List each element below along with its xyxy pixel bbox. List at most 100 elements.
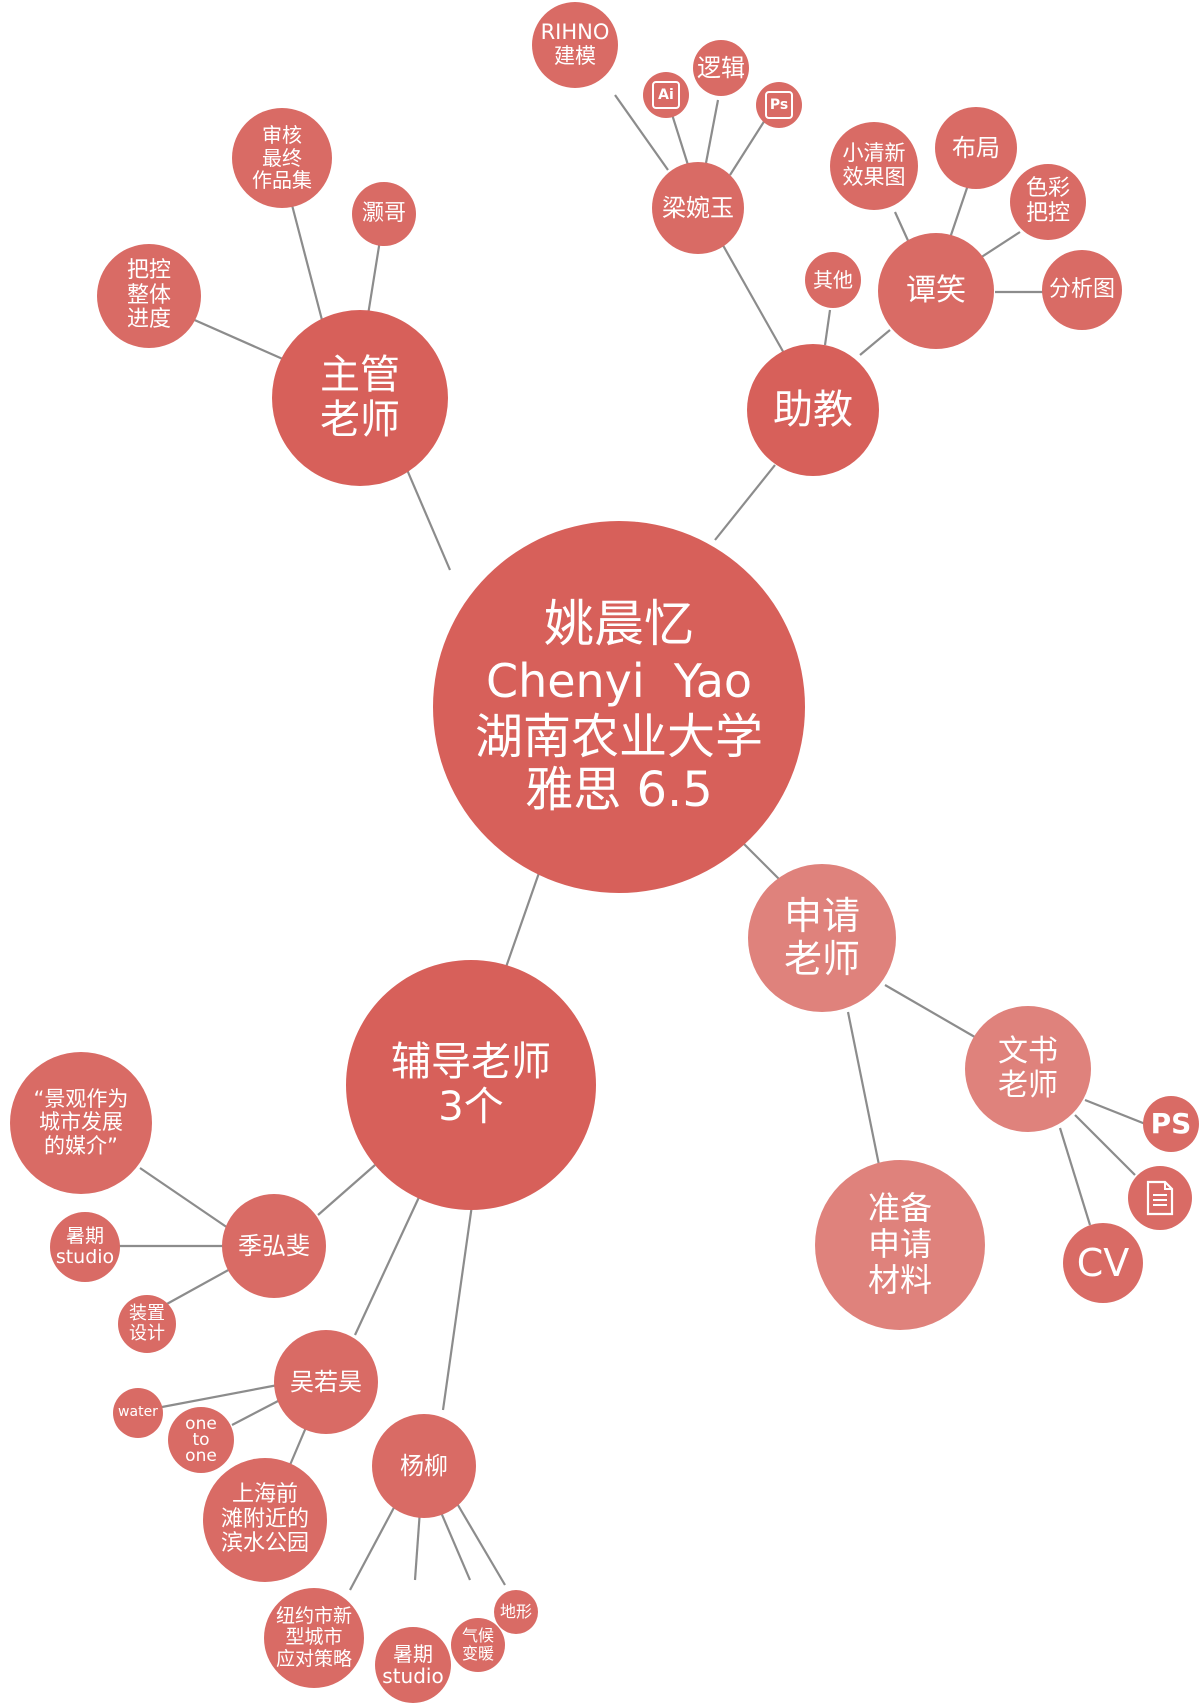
tan-label: 谭笑 xyxy=(906,273,966,309)
tan-node: 谭笑 xyxy=(878,233,994,349)
theme-label: “景观作为 城市发展 的媒介” xyxy=(33,1086,129,1158)
edge-liang-rhino xyxy=(614,94,669,171)
ji-node: 季弘斐 xyxy=(222,1194,326,1298)
edge-wenshu-doc xyxy=(1074,1114,1136,1176)
ji-summer-label: 暑期 studio xyxy=(55,1224,115,1268)
edge-zhuguan-review xyxy=(290,204,324,321)
haoge-node: 灏哥 xyxy=(352,182,416,246)
climate-label: 气候 变暖 xyxy=(461,1626,494,1663)
illustrator-icon: Ai xyxy=(652,81,680,109)
edge-zhuguan-progress xyxy=(189,316,286,362)
edge-center-fudao xyxy=(503,869,542,971)
shenqing-label: 申请 老师 xyxy=(783,894,860,981)
document-node xyxy=(1128,1166,1192,1230)
edge-ji-theme xyxy=(139,1167,229,1229)
ji-summer-node: 暑期 studio xyxy=(50,1212,120,1282)
edge-zhujiao-liang xyxy=(719,239,786,356)
center-university: 湖南农业大学 xyxy=(474,709,763,765)
wenshu-label: 文书 老师 xyxy=(998,1034,1058,1103)
progress-label: 把控 整体 进度 xyxy=(126,258,171,333)
center-english-name: Chenyi Yao xyxy=(485,654,753,709)
zhuguan-label: 主管 老师 xyxy=(320,352,400,443)
terrain-label: 地形 xyxy=(499,1602,532,1622)
edge-shenqing-prepare xyxy=(846,1011,882,1171)
edge-liang-ps xyxy=(729,119,766,176)
edge-wu-water xyxy=(161,1383,279,1409)
liang-label: 梁婉玉 xyxy=(662,193,734,222)
water-node: water xyxy=(113,1388,163,1438)
ny-label: 纽约市新 型城市 应对策略 xyxy=(275,1605,352,1670)
device-node: 装置 设计 xyxy=(118,1295,176,1353)
edge-liang-logic xyxy=(704,99,720,164)
zhujiao-label: 助教 xyxy=(773,386,853,433)
wenshu-node: 文书 老师 xyxy=(965,1006,1091,1132)
edge-tan-layout xyxy=(948,184,970,239)
climate-node: 气候 变暖 xyxy=(451,1618,505,1672)
wu-node: 吴若昊 xyxy=(274,1330,378,1434)
fudao-node: 辅导老师 3个 xyxy=(346,960,596,1210)
yang-summer-node: 暑期 studio xyxy=(375,1627,451,1703)
review-label: 审核 最终 作品集 xyxy=(252,123,312,193)
center-node: 姚晨忆 Chenyi Yao 湖南农业大学 雅思 6.5 xyxy=(433,521,805,893)
analysis-label: 分析图 xyxy=(1048,276,1115,302)
device-label: 装置 设计 xyxy=(129,1302,165,1344)
shanghai-label: 上海前 滩附近的 滨水公园 xyxy=(220,1482,309,1557)
zhuguan-node: 主管 老师 xyxy=(272,310,448,486)
wu-label: 吴若昊 xyxy=(290,1367,362,1396)
ps-node: PS xyxy=(1143,1096,1199,1152)
ny-node: 纽约市新 型城市 应对策略 xyxy=(264,1588,364,1688)
cv-node: CV xyxy=(1063,1223,1143,1303)
terrain-node: 地形 xyxy=(494,1590,538,1634)
yang-label: 杨柳 xyxy=(400,1451,448,1480)
one-label: one to one xyxy=(185,1413,217,1467)
color-label: 色彩 把控 xyxy=(1025,176,1070,226)
fresh-label: 小清新 效果图 xyxy=(842,141,906,189)
edge-zhujiao-tan xyxy=(859,329,891,356)
ai-node: Ai xyxy=(643,72,689,118)
layout-label: 布局 xyxy=(952,133,1000,162)
edge-fudao-wu xyxy=(354,1194,421,1336)
edge-yang-climate xyxy=(438,1509,472,1581)
edge-yang-terrain xyxy=(454,1499,506,1586)
other-label: 其他 xyxy=(813,267,853,292)
fresh-node: 小清新 效果图 xyxy=(830,122,918,210)
yang-summer-label: 暑期 studio xyxy=(382,1641,444,1688)
haoge-label: 灏哥 xyxy=(361,200,406,226)
progress-node: 把控 整体 进度 xyxy=(97,244,201,348)
yang-node: 杨柳 xyxy=(372,1414,476,1518)
prepare-label: 准备 申请 材料 xyxy=(867,1189,932,1299)
one-node: one to one xyxy=(168,1407,234,1473)
edge-yang-ny xyxy=(349,1499,399,1591)
shenqing-node: 申请 老师 xyxy=(748,864,896,1012)
edge-fudao-yang xyxy=(441,1204,474,1411)
edge-liang-ai xyxy=(668,107,690,166)
prepare-node: 准备 申请 材料 xyxy=(815,1160,985,1330)
ps-label: PS xyxy=(1150,1107,1192,1141)
color-node: 色彩 把控 xyxy=(1010,164,1086,240)
edge-wenshu-ps xyxy=(1084,1098,1149,1127)
edge-fudao-ji xyxy=(317,1164,376,1216)
fudao-label: 辅导老师 3个 xyxy=(391,1039,551,1130)
ps-icon-node: Ps xyxy=(756,82,802,128)
edge-shenqing-wenshu xyxy=(884,984,981,1041)
theme-node: “景观作为 城市发展 的媒介” xyxy=(10,1052,152,1194)
water-label: water xyxy=(118,1404,158,1421)
edge-center-zhujiao xyxy=(714,464,776,541)
document-icon xyxy=(1146,1180,1174,1216)
analysis-node: 分析图 xyxy=(1042,250,1122,330)
edge-wu-one xyxy=(231,1399,281,1426)
review-node: 审核 最终 作品集 xyxy=(232,108,332,208)
center-name: 姚晨忆 xyxy=(543,595,694,654)
edge-zhujiao-other xyxy=(823,309,832,346)
edge-tan-color xyxy=(979,231,1021,259)
layout-node: 布局 xyxy=(935,107,1017,189)
photoshop-icon: Ps xyxy=(765,91,793,119)
rhino-label: RIHNO 建模 xyxy=(540,20,610,68)
shanghai-node: 上海前 滩附近的 滨水公园 xyxy=(203,1458,327,1582)
ji-label: 季弘斐 xyxy=(238,1231,310,1260)
other-node: 其他 xyxy=(805,252,861,308)
edge-zhuguan-haoge xyxy=(366,239,382,316)
zhujiao-node: 助教 xyxy=(747,344,879,476)
edge-center-zhuguan xyxy=(403,464,452,571)
